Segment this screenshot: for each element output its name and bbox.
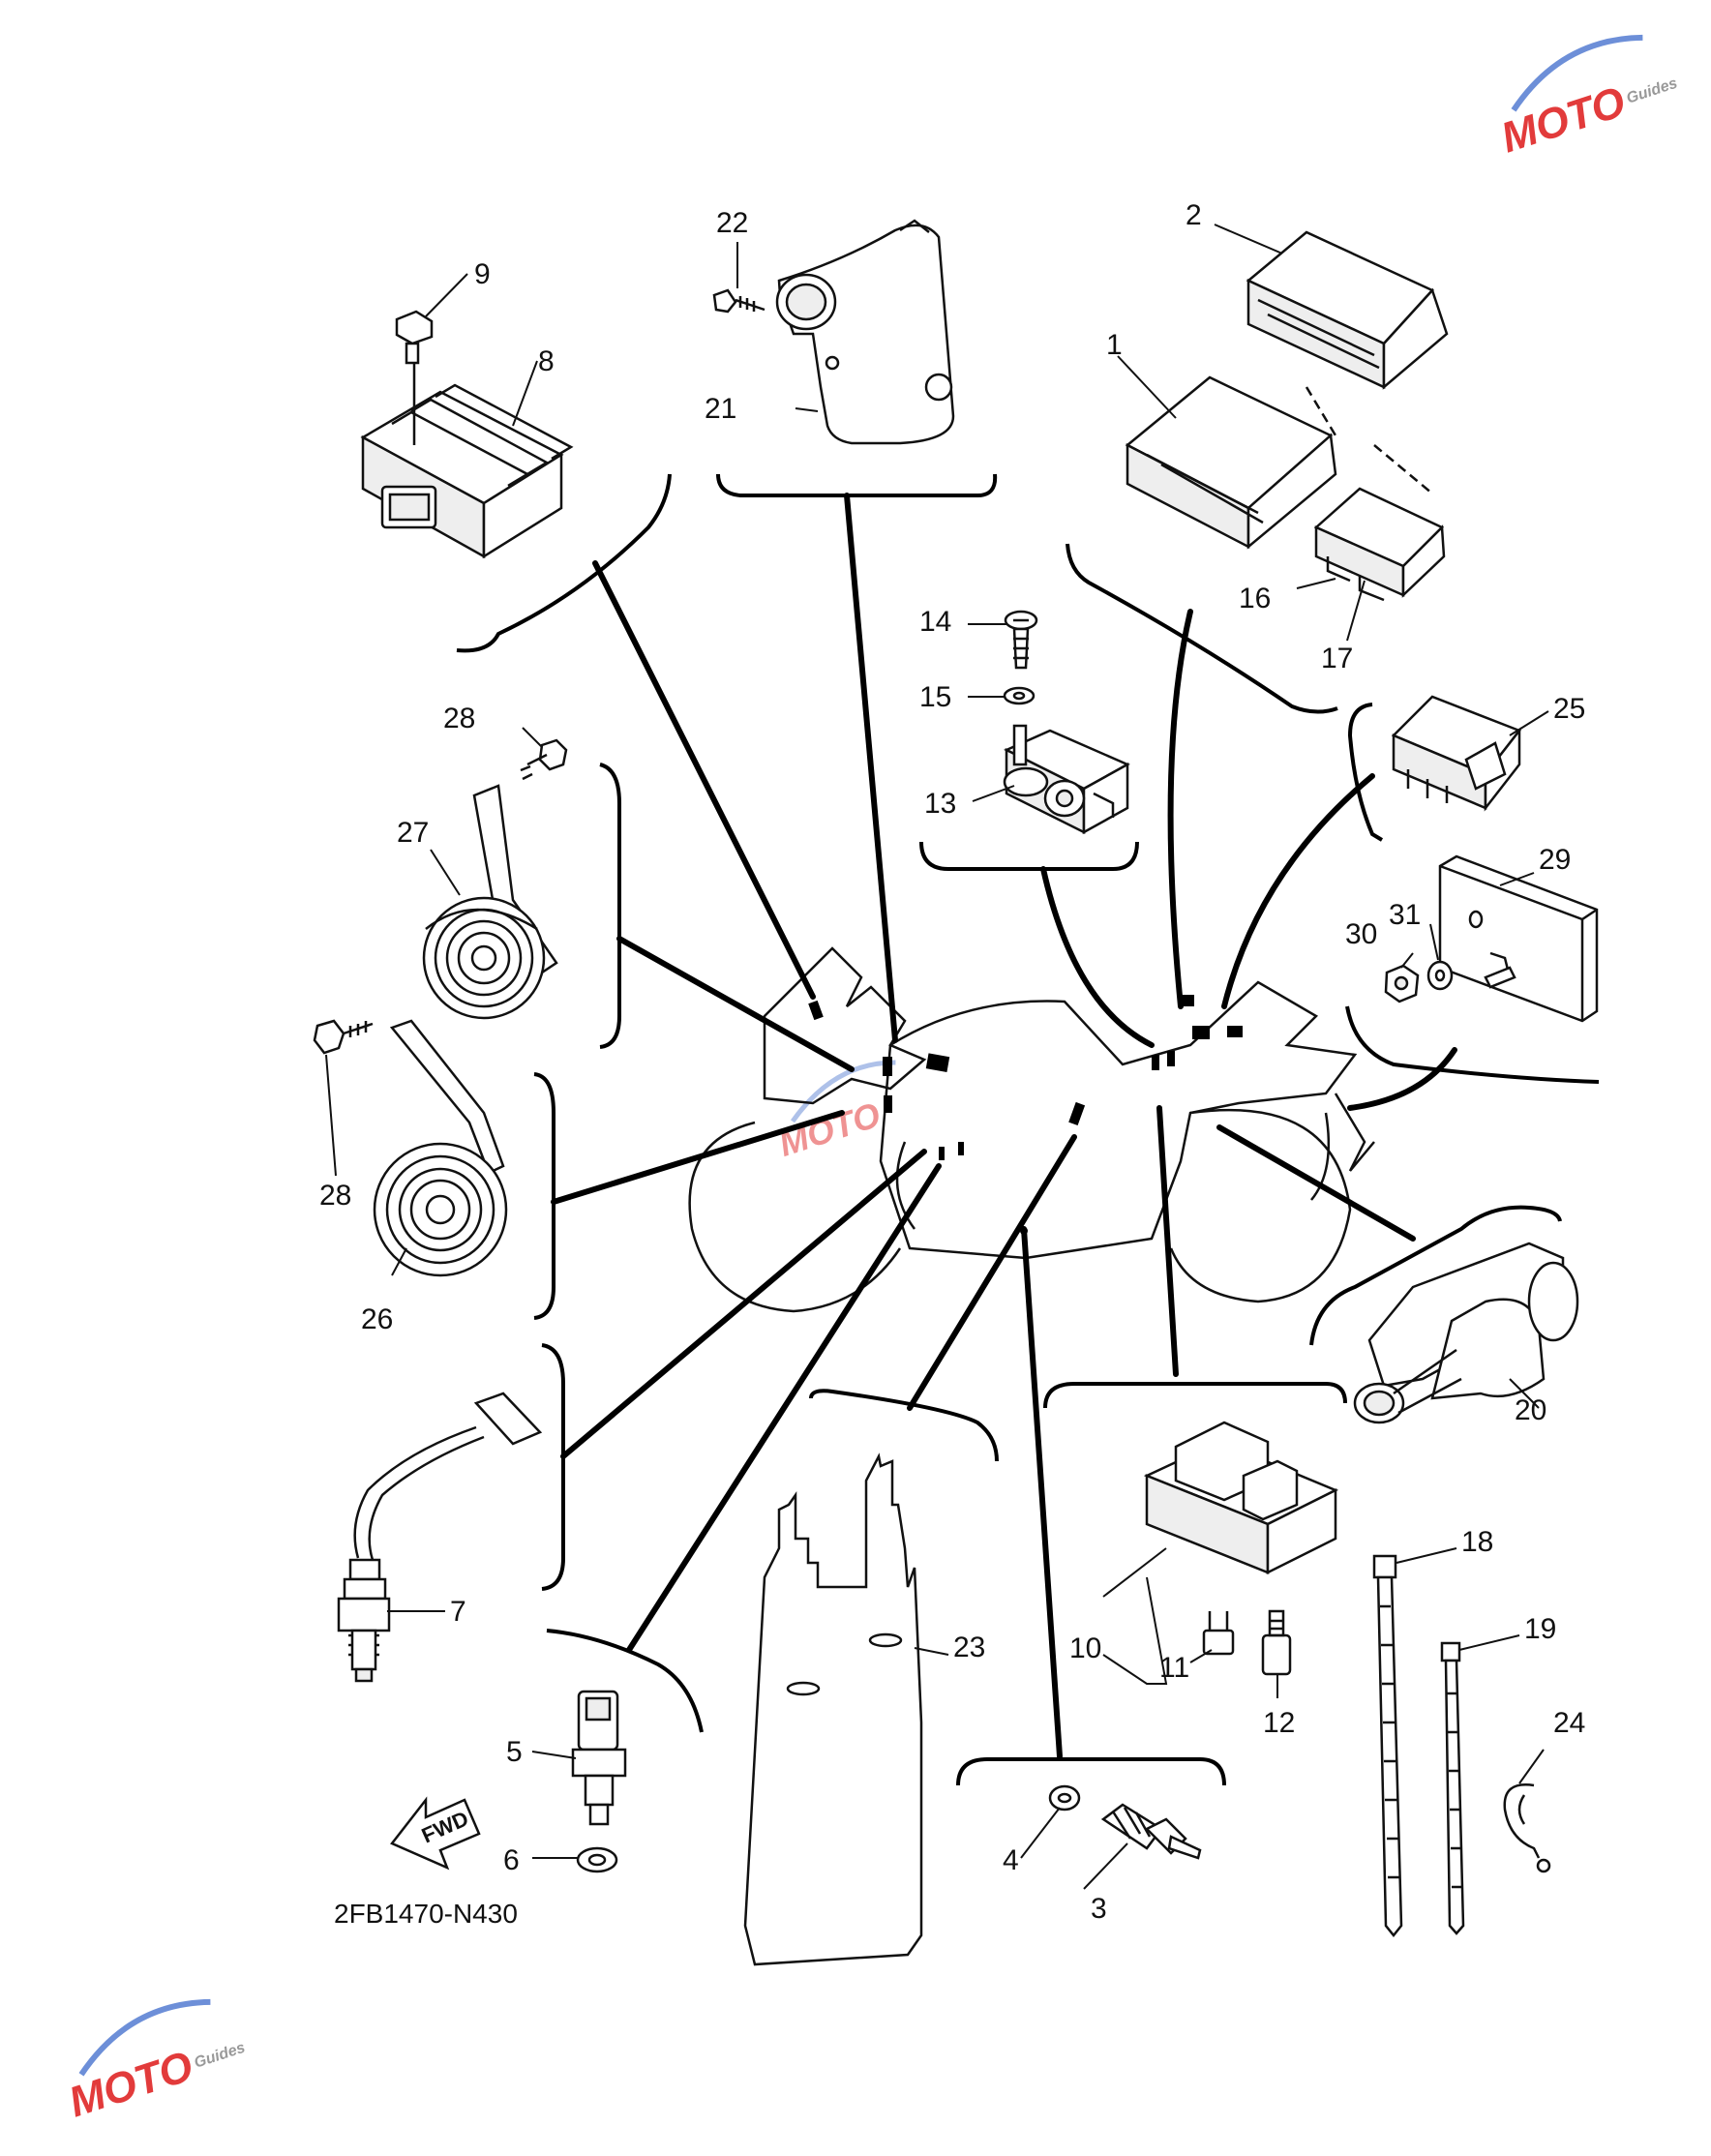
connector-markers xyxy=(808,995,1243,1235)
callout-2: 2 xyxy=(1186,199,1202,231)
callout-4: 4 xyxy=(1003,1844,1019,1876)
part-13-switch xyxy=(1003,724,1130,835)
watermark-word: MOTO xyxy=(63,2042,198,2126)
callout-15: 15 xyxy=(919,681,951,713)
part-2-unit xyxy=(1246,230,1449,390)
group-brackets xyxy=(456,473,1600,1786)
callout-18: 18 xyxy=(1461,1526,1493,1558)
part-4-washer xyxy=(1048,1784,1081,1812)
part-14-screw xyxy=(1004,610,1038,670)
part-code: 2FB1470-N430 xyxy=(334,1899,518,1929)
part-6-washer xyxy=(576,1846,618,1873)
callout-31: 31 xyxy=(1389,899,1421,931)
part-7-sensor xyxy=(337,1392,543,1683)
callout-14: 14 xyxy=(919,606,951,638)
part-16-17-relays xyxy=(1313,487,1446,602)
part-10-fuse-box xyxy=(1143,1421,1339,1575)
part-12-spare-fuse xyxy=(1261,1609,1292,1676)
part-20-damper xyxy=(1353,1242,1579,1424)
callout-11: 11 xyxy=(1159,1652,1189,1684)
part-26-horn xyxy=(373,1019,508,1277)
part-21-bracket xyxy=(775,219,955,445)
part-27-horn xyxy=(422,784,558,1020)
callout-25: 25 xyxy=(1553,693,1585,725)
part-24-clamp xyxy=(1503,1783,1551,1873)
callout-26: 26 xyxy=(361,1303,393,1335)
part-5-sensor xyxy=(571,1690,627,1826)
callout-3: 3 xyxy=(1091,1893,1107,1925)
callout-10: 10 xyxy=(1069,1632,1101,1664)
callout-28-upper: 28 xyxy=(443,703,475,734)
part-11-fuse xyxy=(1202,1611,1235,1656)
watermark-bottom-left: MOTO Guides xyxy=(63,1998,248,2127)
callout-8: 8 xyxy=(538,345,555,377)
part-22-screw xyxy=(712,288,765,314)
part-3-sender xyxy=(1100,1803,1202,1860)
callout-22: 22 xyxy=(716,207,748,239)
part-25-relay xyxy=(1391,695,1522,812)
part-8-rectifier xyxy=(360,341,574,559)
watermark-sub: Guides xyxy=(193,2040,248,2072)
callout-7: 7 xyxy=(450,1596,466,1628)
callout-12: 12 xyxy=(1263,1707,1295,1739)
watermark-top-right: MOTO Guides xyxy=(1495,34,1680,163)
part-31-washer xyxy=(1426,960,1454,991)
part-15-washer xyxy=(1003,686,1036,705)
callout-leaders xyxy=(325,224,1549,1890)
callout-21: 21 xyxy=(705,393,736,425)
callout-24: 24 xyxy=(1553,1707,1585,1739)
callout-20: 20 xyxy=(1515,1394,1546,1426)
callout-1: 1 xyxy=(1106,329,1123,361)
callout-19: 19 xyxy=(1524,1613,1556,1645)
callout-29: 29 xyxy=(1539,844,1571,876)
callout-6: 6 xyxy=(503,1844,520,1876)
callout-17: 17 xyxy=(1321,643,1353,674)
callout-9: 9 xyxy=(474,258,491,290)
callout-27: 27 xyxy=(397,817,429,849)
callout-30: 30 xyxy=(1345,918,1377,950)
part-28-bolt-upper xyxy=(520,738,568,781)
part-9-bolt xyxy=(395,310,434,365)
watermark-sub: Guides xyxy=(1625,75,1680,107)
part-1-ecu xyxy=(1125,375,1433,550)
part-19-cable-tie xyxy=(1440,1641,1465,1935)
callout-5: 5 xyxy=(506,1736,523,1768)
watermark-word: MOTO xyxy=(1495,77,1631,162)
callout-23: 23 xyxy=(953,1632,985,1663)
leader-lines xyxy=(551,493,1457,1759)
part-28-bolt-lower xyxy=(313,1019,374,1055)
part-29-reflector xyxy=(1438,854,1599,1023)
part-23-cover xyxy=(743,1452,923,1966)
part-18-cable-tie xyxy=(1372,1554,1403,1938)
part-30-nut xyxy=(1384,964,1420,1003)
callout-16: 16 xyxy=(1239,583,1271,614)
callout-28-lower: 28 xyxy=(319,1180,351,1212)
callout-numbers: 1 2 3 4 5 6 7 8 9 10 11 12 13 14 15 16 1… xyxy=(319,199,1585,1925)
callout-13: 13 xyxy=(924,788,956,820)
fwd-arrow-icon: FWD xyxy=(390,1796,481,1871)
